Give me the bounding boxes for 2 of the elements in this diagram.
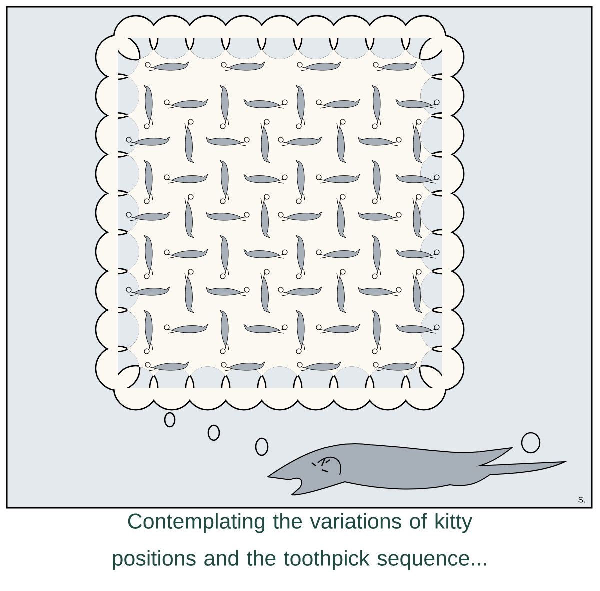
- caption: Contemplating the variations of kitty positions and the toothpick sequence...: [113, 513, 486, 570]
- signature: S.: [578, 497, 586, 503]
